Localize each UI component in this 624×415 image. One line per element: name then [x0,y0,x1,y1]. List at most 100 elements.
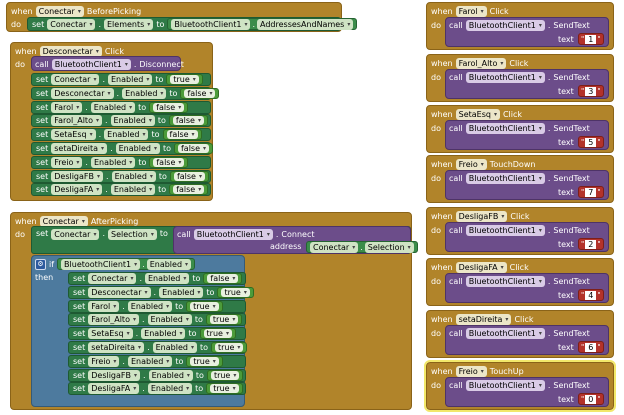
text-literal[interactable]: "3" [578,85,604,97]
boolean-dropdown[interactable]: true [221,287,250,297]
set-component-dropdown[interactable]: Conectar [51,74,100,85]
boolean-dropdown[interactable]: true [190,356,219,366]
set-component-dropdown[interactable]: Desconectar [88,286,151,298]
boolean-dropdown[interactable]: true [210,370,240,380]
component-dropdown[interactable]: Freio [455,158,487,170]
boolean-block[interactable]: true [210,342,248,353]
boolean-block[interactable]: false [180,87,220,99]
set-component-dropdown[interactable]: Conectar [47,18,96,30]
component-dropdown[interactable]: Conectar [35,5,84,17]
boolean-dropdown[interactable]: true [209,315,239,325]
text-literal[interactable]: "2" [578,238,604,250]
boolean-block[interactable]: false [162,129,202,141]
address-getter[interactable]: Conectar . Selection [306,241,418,253]
call-component-dropdown[interactable]: BluetoothClient1 [465,224,545,236]
set-block[interactable]: set Conectar . Elements to BluetoothClie… [27,17,358,31]
set-property-dropdown[interactable]: Enabled [110,115,155,127]
if-block[interactable]: ⚙ if BluetoothClient1 . Enabled then set… [31,255,254,407]
event-block-conectar-afterpicking[interactable]: when Conectar AfterPicking do set Conect… [10,212,418,410]
set-property-dropdown[interactable]: Enabled [127,300,173,312]
set-property-dropdown[interactable]: Enabled [90,156,136,168]
component-dropdown[interactable]: DesligaFA [455,261,507,273]
text-literal[interactable]: "7" [578,186,604,198]
boolean-dropdown[interactable]: true [190,301,219,311]
call-component-dropdown[interactable]: BluetoothClient1 [465,327,545,339]
event-block-farol-click[interactable]: whenFarolClickdocallBluetoothClient1.Sen… [426,2,614,50]
text-value[interactable]: 7 [585,187,597,197]
event-block-freio-touchup[interactable]: whenFreioTouchUpdocallBluetoothClient1.S… [424,360,616,412]
set-component-dropdown[interactable]: Conectar [88,273,137,284]
boolean-dropdown[interactable]: true [214,343,244,352]
text-value[interactable]: 2 [585,239,597,249]
set-property-dropdown[interactable]: Enabled [111,170,156,182]
boolean-block[interactable]: false [203,273,243,284]
gear-icon[interactable]: ⚙ [35,258,46,270]
set-component-dropdown[interactable]: DesligaFA [88,383,140,395]
boolean-dropdown[interactable]: true [170,75,199,84]
component-dropdown[interactable]: Freio [455,365,487,377]
text-literal[interactable]: "1" [578,33,604,45]
set-property-dropdown[interactable]: Enabled [141,328,186,340]
set-property-dropdown[interactable]: Enabled [147,383,193,395]
set-component-dropdown[interactable]: setaDireita [88,342,145,353]
call-connect-block[interactable]: call BluetoothClient1 . Connect address … [173,226,418,254]
set-component-dropdown[interactable]: Farol_Alto [88,314,139,326]
boolean-dropdown[interactable]: false [172,116,204,126]
boolean-block[interactable]: false [168,115,208,127]
boolean-block[interactable]: false [169,170,209,182]
text-value[interactable]: 6 [585,342,597,352]
set-property-dropdown[interactable]: Enabled [147,314,192,326]
boolean-dropdown[interactable]: true [203,329,232,339]
set-property-dropdown[interactable]: Enabled [115,143,160,154]
event-block-desligafb-click[interactable]: whenDesligaFBClickdocallBluetoothClient1… [426,207,614,255]
call-component-dropdown[interactable]: BluetoothClient1 [465,71,545,83]
boolean-dropdown[interactable]: false [166,130,198,140]
boolean-dropdown[interactable]: false [177,144,210,153]
event-block-farol_alto-click[interactable]: whenFarol_AltoClickdocallBluetoothClient… [426,54,614,102]
event-block-setaesq-click[interactable]: whenSetaEsqClickdocallBluetoothClient1.S… [426,105,614,153]
boolean-dropdown[interactable]: false [173,171,205,181]
event-block-desconectar-click[interactable]: when Desconectar Click do call Bluetooth… [10,42,220,201]
boolean-block[interactable]: true [205,314,243,326]
set-property-dropdown[interactable]: Enabled [145,273,190,284]
call-component-dropdown[interactable]: BluetoothClient1 [465,172,545,184]
call-component-dropdown[interactable]: BluetoothClient1 [465,122,545,134]
if-condition-getter[interactable]: BluetoothClient1 . Enabled [57,258,196,270]
call-component-dropdown[interactable]: BluetoothClient1 [465,379,545,391]
text-value[interactable]: 5 [585,137,597,147]
boolean-block[interactable]: false [149,101,189,113]
component-dropdown[interactable]: setaDireita [455,313,512,325]
set-component-dropdown[interactable]: Freio [88,355,120,367]
component-dropdown[interactable]: Farol [455,5,487,17]
boolean-dropdown[interactable]: false [153,102,185,112]
boolean-block[interactable]: true [206,383,243,395]
boolean-block[interactable]: false [149,156,189,168]
event-block-conectar-beforepicking[interactable]: when Conectar BeforePicking do set Conec… [6,2,358,32]
set-component-dropdown[interactable]: SetaEsq [51,129,96,141]
call-component-dropdown[interactable]: BluetoothClient1 [465,19,545,31]
set-component-dropdown[interactable]: Farol_Alto [51,115,102,127]
set-component-dropdown[interactable]: DesligaFB [51,170,104,182]
text-literal[interactable]: "6" [578,341,604,353]
text-value[interactable]: 4 [585,290,597,300]
set-component-dropdown[interactable]: DesligaFA [51,184,103,196]
boolean-dropdown[interactable]: true [210,384,239,394]
